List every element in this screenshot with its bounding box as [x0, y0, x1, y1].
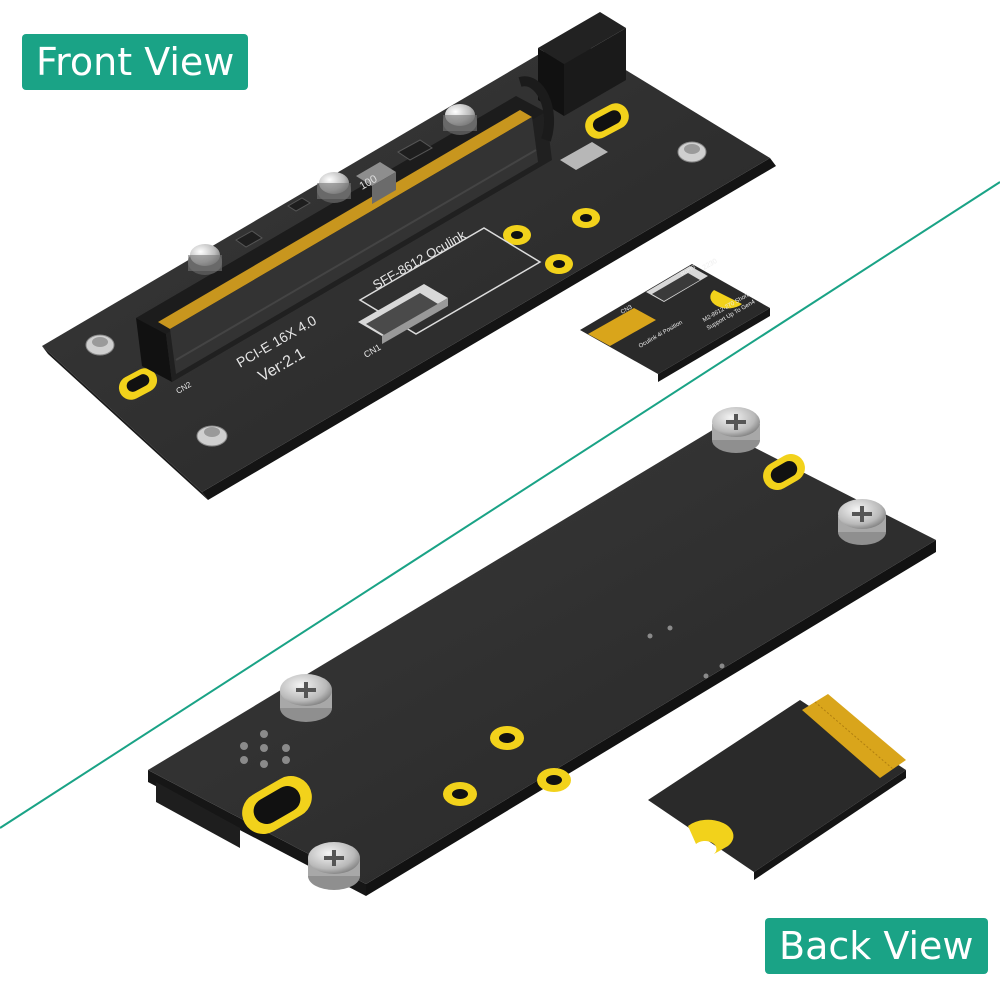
- back-board: [148, 407, 936, 896]
- ic-chip-3: [287, 197, 311, 212]
- back-pad-3: [443, 782, 477, 806]
- front-nut-3: [677, 141, 707, 163]
- back-screw-1: [280, 674, 332, 722]
- m2-card-back: [648, 694, 906, 880]
- capacitor-1: [188, 244, 222, 275]
- inductor: [356, 162, 396, 204]
- back-board-surface: [148, 428, 936, 884]
- card-size-text: 2230: [702, 258, 719, 272]
- capacitor-3: [443, 104, 477, 135]
- back-view-label: Back View: [765, 918, 988, 974]
- back-screw-3: [712, 407, 760, 453]
- divider-line: [0, 181, 1000, 829]
- back-screw-2: [308, 842, 360, 890]
- back-slot-hole: [242, 776, 312, 834]
- front-board-edge: [42, 346, 208, 500]
- front-view-label: Front View: [22, 34, 249, 90]
- capacitor-2: [317, 172, 351, 203]
- front-pad-3: [545, 254, 573, 274]
- back-screw-4: [838, 499, 886, 545]
- cn3-text: CN3: [620, 304, 634, 316]
- ic-chip-1: [235, 230, 263, 248]
- pcie-slot: [136, 96, 552, 382]
- back-pad-1: [490, 726, 524, 750]
- back-underside-block: [156, 782, 240, 848]
- front-slot-hole-right: [585, 103, 629, 139]
- front-nut-1: [85, 334, 115, 356]
- front-pad-2: [572, 208, 600, 228]
- pin-header: [560, 142, 608, 170]
- back-dot-grid: [240, 625, 725, 768]
- power-connector: [518, 12, 626, 142]
- front-nut-2: [196, 425, 228, 447]
- front-pad-1: [503, 225, 531, 245]
- front-slot-hole-left: [118, 368, 158, 400]
- back-pad-2: [537, 768, 571, 792]
- front-board: PCI-E 16X 4.0 Ver:2.1 SFF-8612 Oculink C…: [42, 12, 776, 500]
- ic-chip-2: [397, 139, 433, 161]
- m2-card-front: 2230 RoHS M2-8612-270 Short Support Up T…: [580, 258, 770, 382]
- back-slot-hole-right: [763, 454, 805, 490]
- oculink-connector: [358, 284, 448, 344]
